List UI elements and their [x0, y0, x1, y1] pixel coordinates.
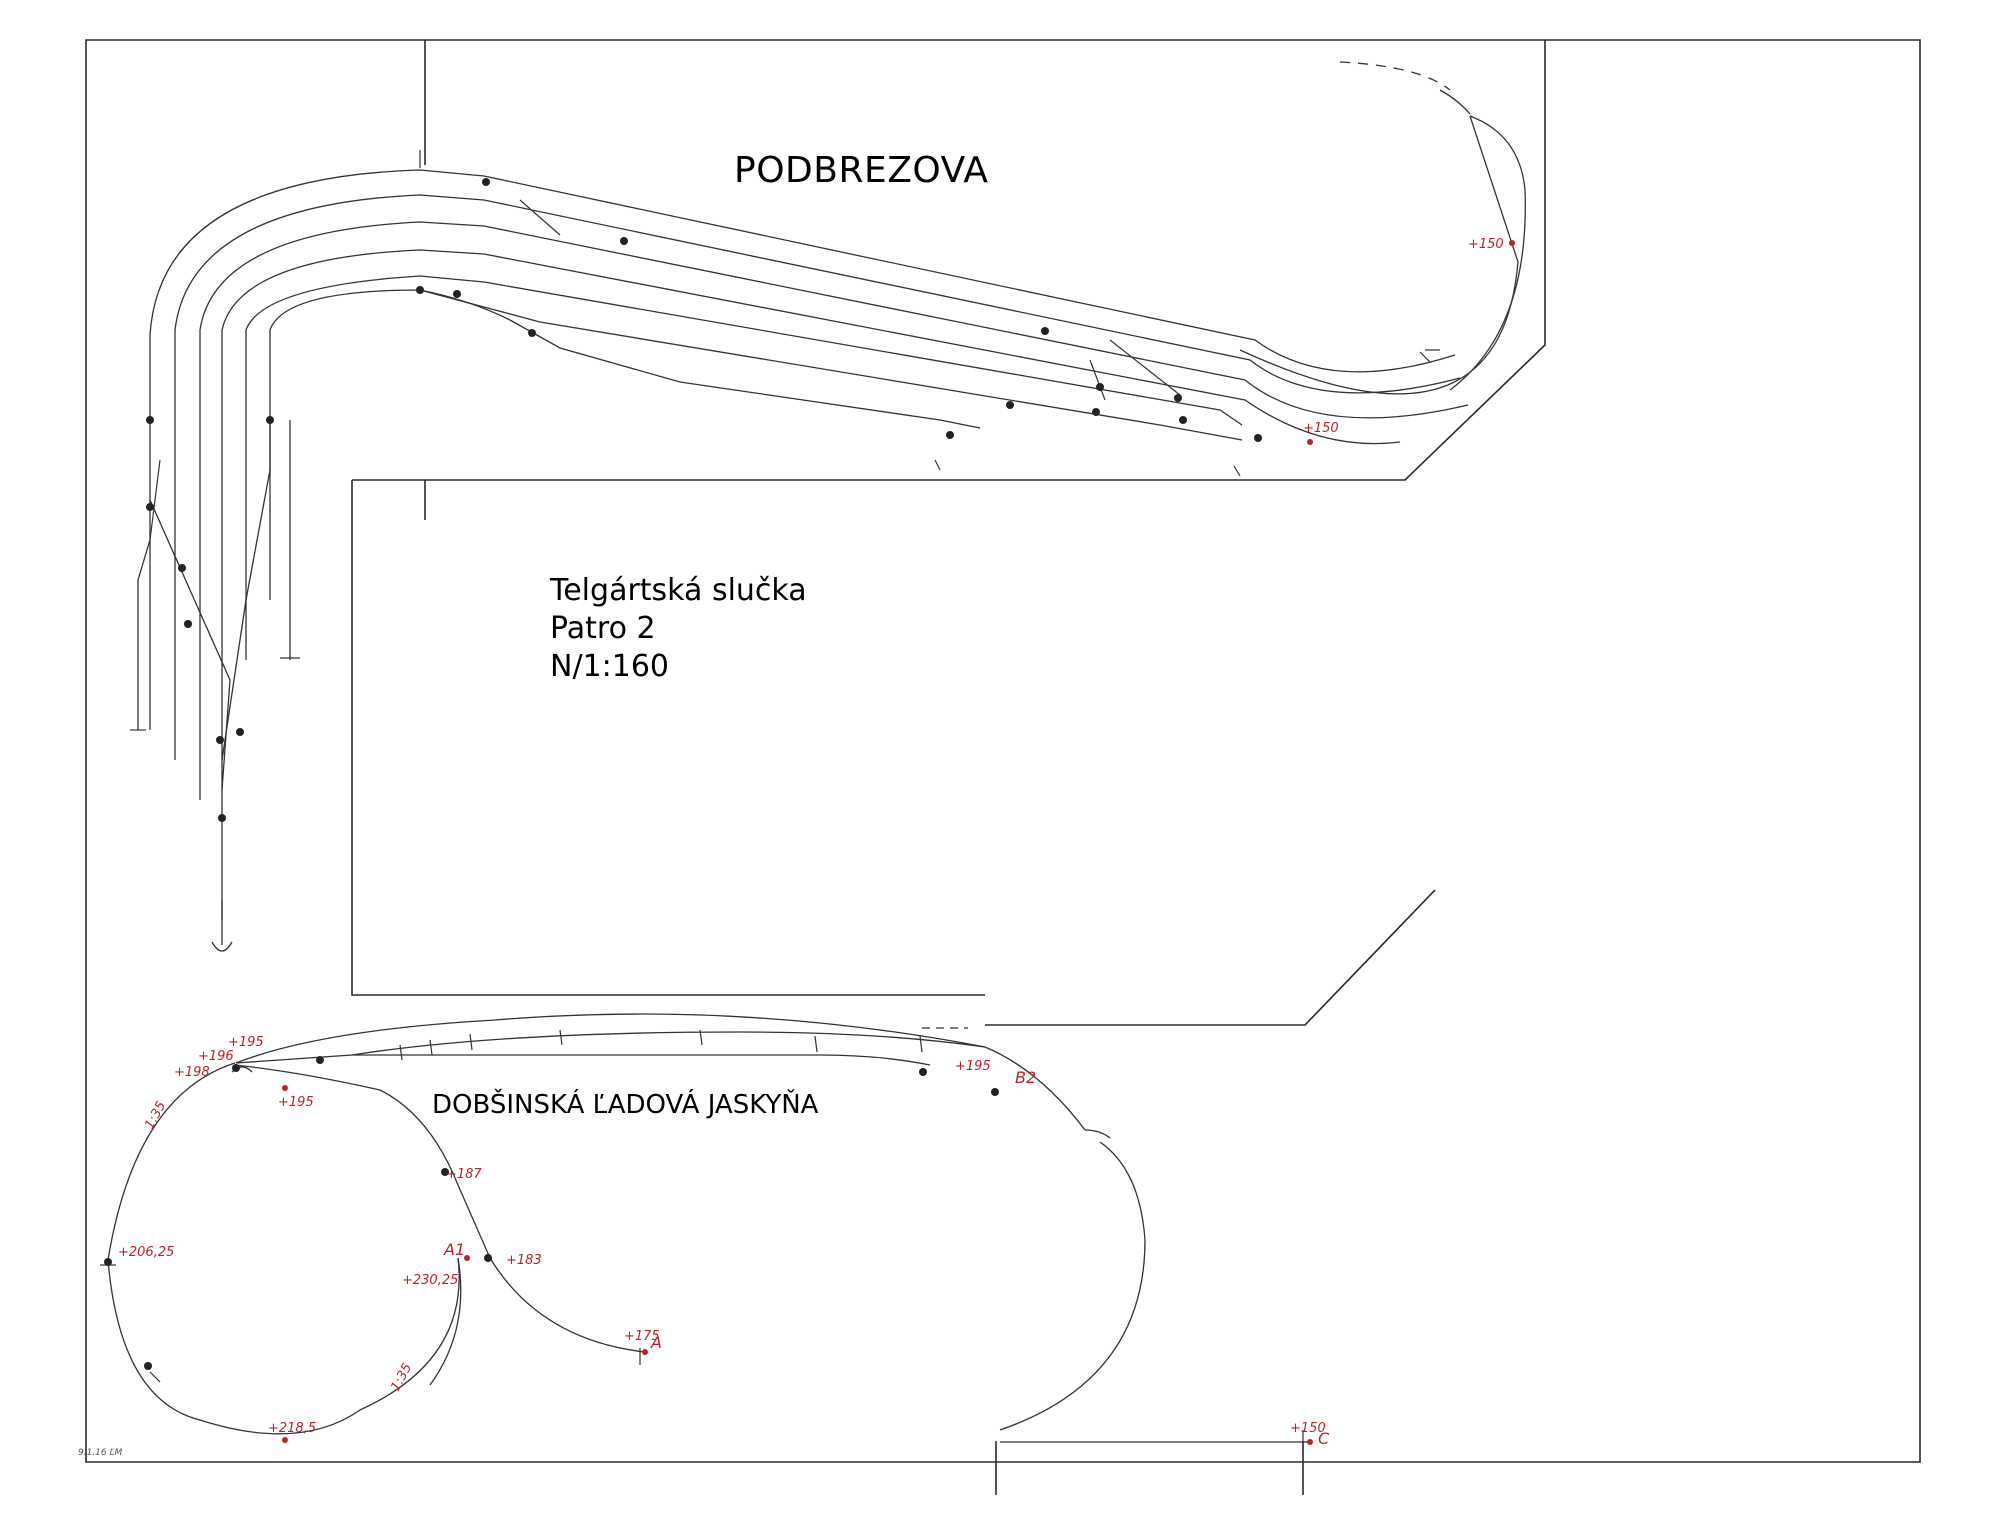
elev-top-exit: +150 — [1303, 421, 1339, 436]
elev-195-under: +195 — [278, 1095, 314, 1110]
elev-195-left: +195 — [228, 1035, 264, 1050]
elev-187: +187 — [446, 1167, 482, 1182]
dobsinska-ticks — [100, 1029, 1304, 1455]
point-b2: B2 — [1015, 1068, 1036, 1087]
elevation-labels: +150 +150 +195 +196 +198 +195 +195 +187 … — [118, 237, 1504, 1448]
elev-195-right: +195 — [955, 1059, 991, 1074]
plan-scale: N/1:160 — [550, 649, 670, 684]
elev-198: +198 — [174, 1065, 210, 1080]
elev-196: +196 — [198, 1049, 234, 1064]
station-title-dobsinska: DOBŠINSKÁ ĽADOVÁ JASKYŇA — [432, 1090, 819, 1120]
gradient-left: 1:35 — [142, 1099, 169, 1132]
podbrezova-ticks — [130, 150, 1440, 731]
elev-183: +183 — [506, 1253, 542, 1268]
elev-175: +175 — [624, 1329, 660, 1344]
plan-level: Patro 2 — [550, 611, 656, 646]
elev-150-bottom: +150 — [1290, 1421, 1326, 1436]
author-signature: 9.1.16 ĽM — [78, 1448, 123, 1458]
station-title-podbrezova: PODBREZOVA — [734, 150, 989, 191]
elev-218: +218,5 — [268, 1421, 316, 1436]
elev-206: +206,25 — [118, 1245, 174, 1260]
point-c: C — [1318, 1429, 1330, 1448]
baseboard-outline — [85, 39, 1921, 1495]
dobsinska-station-tracks — [107, 1013, 1310, 1443]
gradient-right: 1:35 — [388, 1361, 415, 1394]
plan-title-block: Telgártská slučka Patro 2 N/1:160 — [550, 572, 807, 686]
elev-230: +230,25 — [402, 1273, 458, 1288]
podbrezova-switch-points — [146, 178, 1515, 822]
point-a1: A1 — [443, 1240, 465, 1259]
dobsinska-switch-points — [104, 1056, 1313, 1445]
point-a: A — [650, 1333, 662, 1352]
podbrezova-station-tracks — [137, 61, 1526, 952]
plan-title: Telgártská slučka — [550, 573, 807, 608]
elev-top-loop: +150 — [1468, 237, 1504, 252]
